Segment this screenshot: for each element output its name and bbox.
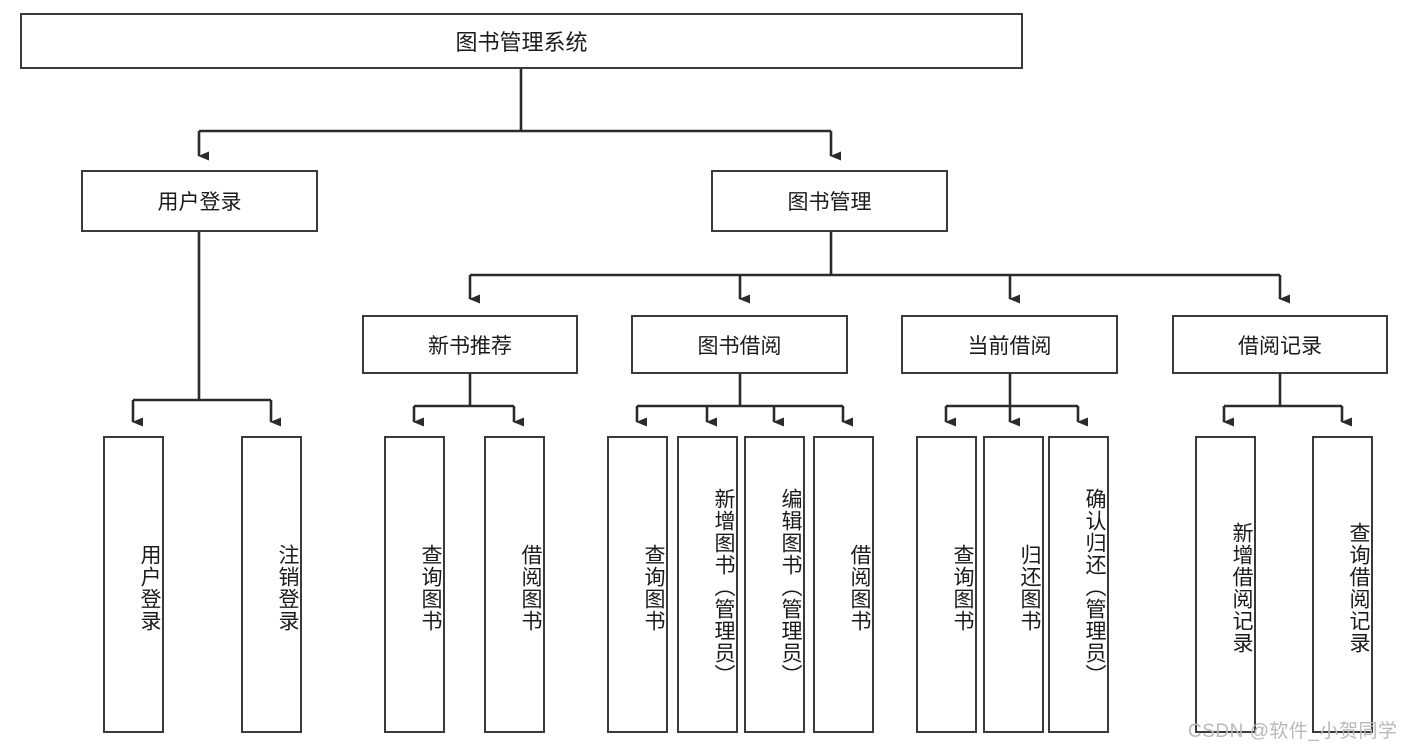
node-label: 借阅记录 <box>1238 334 1322 358</box>
leaf-query-book-recommend[interactable]: 查询图书 <box>384 436 445 733</box>
leaf-user-login[interactable]: 用户登录 <box>103 436 164 733</box>
node-label: 查询图书 <box>951 543 974 632</box>
leaf-query-book-borrow[interactable]: 查询图书 <box>607 436 668 733</box>
node-label: 注销登录 <box>276 543 299 632</box>
node-book-borrow[interactable]: 图书借阅 <box>631 315 848 374</box>
node-label: 图书借阅 <box>697 334 782 358</box>
leaf-query-borrow-record[interactable]: 查询借阅记录 <box>1312 436 1373 733</box>
node-user-login[interactable]: 用户登录 <box>81 170 318 232</box>
leaf-confirm-return-admin[interactable]: 确认归还（管理员） <box>1048 436 1109 733</box>
node-label: 当前借阅 <box>967 334 1052 358</box>
node-book-management[interactable]: 图书管理 <box>711 170 948 232</box>
node-new-book-recommend[interactable]: 新书推荐 <box>362 315 578 374</box>
node-label: 图书管理系统 <box>455 30 588 55</box>
node-borrow-record[interactable]: 借阅记录 <box>1172 315 1388 374</box>
leaf-add-borrow-record[interactable]: 新增借阅记录 <box>1195 436 1256 733</box>
node-label: 归还图书 <box>1018 543 1041 632</box>
leaf-return-book[interactable]: 归还图书 <box>983 436 1044 733</box>
node-label: 借阅图书 <box>848 543 871 632</box>
node-label: 查询借阅记录 <box>1347 521 1370 654</box>
leaf-borrow-book-recommend[interactable]: 借阅图书 <box>484 436 545 733</box>
node-label: 新书推荐 <box>428 334 512 358</box>
node-root-book-management-system[interactable]: 图书管理系统 <box>20 13 1023 69</box>
leaf-query-book-current[interactable]: 查询图书 <box>916 436 977 733</box>
node-label: 查询图书 <box>642 543 665 632</box>
node-label: 新增借阅记录 <box>1230 521 1253 654</box>
watermark: CSDN @软件_小贺同学 <box>1188 721 1398 742</box>
node-label: 借阅图书 <box>519 543 542 632</box>
node-label: 用户登录 <box>157 191 242 214</box>
node-label: 编辑图书（管理员） <box>779 487 802 686</box>
leaf-edit-book-admin[interactable]: 编辑图书（管理员） <box>744 436 805 733</box>
leaf-borrow-book[interactable]: 借阅图书 <box>813 436 874 733</box>
node-current-borrow[interactable]: 当前借阅 <box>901 315 1118 374</box>
node-label: 图书管理 <box>787 191 872 214</box>
node-label: 新增图书（管理员） <box>712 487 735 686</box>
leaf-add-book-admin[interactable]: 新增图书（管理员） <box>677 436 738 733</box>
node-label: 确认归还（管理员） <box>1083 487 1106 686</box>
node-label: 用户登录 <box>138 543 161 632</box>
node-label: 查询图书 <box>419 543 442 632</box>
leaf-user-logout[interactable]: 注销登录 <box>241 436 302 733</box>
